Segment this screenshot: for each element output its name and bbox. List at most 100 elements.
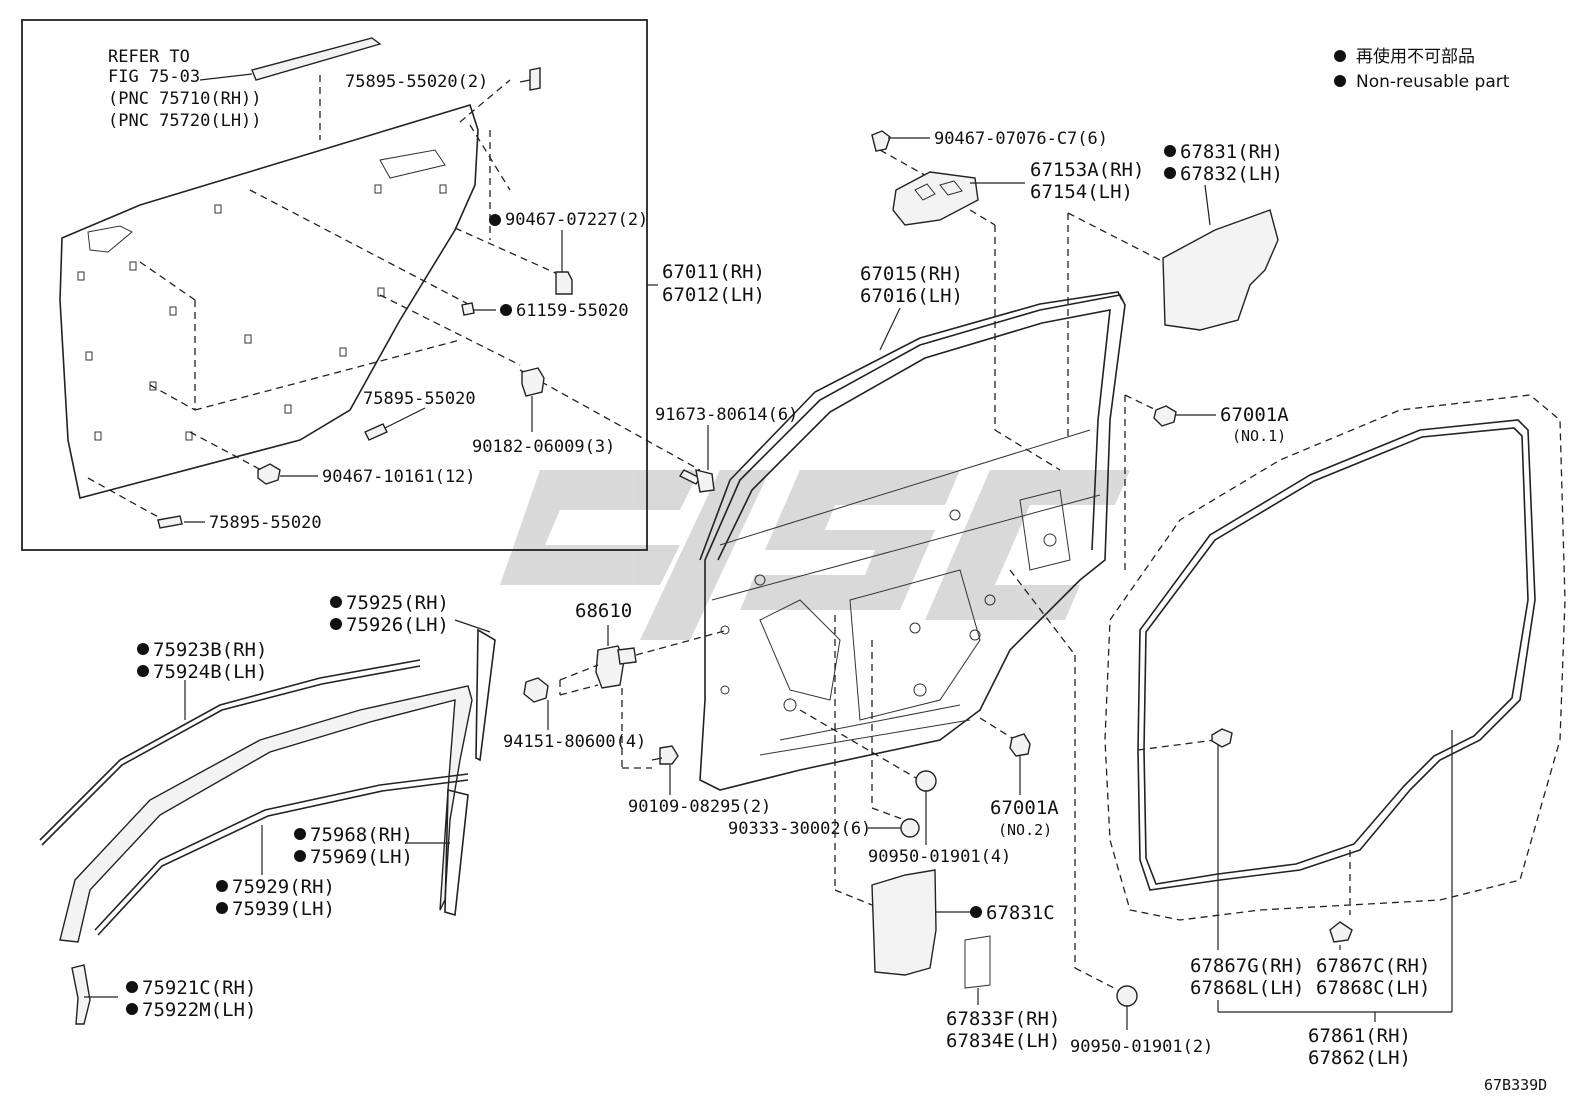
non-reusable-bullet-icon xyxy=(216,880,228,892)
service-cover-67831-drawing xyxy=(1067,184,1279,440)
non-reusable-bullet-icon xyxy=(1334,75,1346,87)
label-67833f-rh: 67833F(RH) xyxy=(946,1008,1060,1030)
service-cover-67831c-drawing xyxy=(834,615,991,1005)
label-67001a-no1: 67001A xyxy=(1220,404,1289,426)
label-94151-80600-4: 94151-80600(4) xyxy=(503,732,646,752)
label-90333-30002-6: 90333-30002(6) xyxy=(728,819,871,839)
label-67868l-lh: 67868L(LH) xyxy=(1190,977,1304,999)
belt-moulding-drawing xyxy=(199,37,382,81)
non-reusable-bullet-icon xyxy=(137,643,149,655)
label-75926-lh: 75926(LH) xyxy=(346,614,449,636)
hole-plug-90950-4-icon xyxy=(915,770,937,792)
non-reusable-bullet-icon xyxy=(489,214,501,226)
label-67862-lh: 67862(LH) xyxy=(1308,1047,1411,1069)
label-90109-08295-2: 90109-08295(2) xyxy=(628,797,771,817)
label-67001a-no1-note: (NO.1) xyxy=(1232,427,1286,445)
plug-67001a-no1-icon xyxy=(1153,405,1177,427)
refer-line-3: (PNC 75710(RH)) xyxy=(108,89,262,109)
label-67011-rh: 67011(RH) xyxy=(662,261,765,283)
non-reusable-bullet-icon xyxy=(126,1003,138,1015)
legend-jp: 再使用不可部品 xyxy=(1356,46,1475,67)
label-67001a-no2-note: (NO.2) xyxy=(998,821,1052,839)
label-90182-06009-3: 90182-06009(3) xyxy=(472,437,615,457)
refer-line-2: FIG 75-03 xyxy=(108,67,200,87)
door-frame-seal-drawing xyxy=(699,291,1123,561)
non-reusable-bullet-icon xyxy=(126,981,138,993)
label-67868c-lh: 67868C(LH) xyxy=(1316,977,1430,999)
clip-75895-c-icon xyxy=(157,515,183,529)
retainer-90182-icon xyxy=(521,367,545,397)
label-90950-01901-2: 90950-01901(2) xyxy=(1070,1037,1213,1057)
bolt-90109-icon xyxy=(651,745,679,765)
clip-67867c-icon xyxy=(1329,921,1353,943)
label-90467-07227-2: 90467-07227(2) xyxy=(505,210,648,230)
label-75969-lh: 75969(LH) xyxy=(310,846,413,868)
gms-watermark-logo xyxy=(500,470,1130,640)
nut-94151-icon xyxy=(523,677,549,703)
label-75925-rh: 75925(RH) xyxy=(346,592,449,614)
label-75923b-rh: 75923B(RH) xyxy=(153,639,267,661)
non-reusable-bullet-icon xyxy=(137,665,149,677)
label-67834e-lh: 67834E(LH) xyxy=(946,1030,1060,1052)
non-reusable-bullet-icon xyxy=(1164,145,1176,157)
non-reusable-bullet-icon xyxy=(294,828,306,840)
door-check-68610-drawing xyxy=(559,625,729,769)
label-75895-55020-c: 75895-55020 xyxy=(209,513,322,533)
label-67154-lh: 67154(LH) xyxy=(1030,181,1133,203)
legend-en: Non-reusable part xyxy=(1356,72,1510,92)
non-reusable-bullet-icon xyxy=(330,596,342,608)
clip-75895-b-icon xyxy=(364,423,388,441)
non-reusable-bullet-icon xyxy=(216,902,228,914)
clip-61159-icon xyxy=(461,302,475,316)
label-68610: 68610 xyxy=(575,600,632,622)
door-weatherstrip-67861-drawing xyxy=(1104,394,1566,921)
figure-code: 67B339D xyxy=(1484,1076,1547,1094)
label-67153a-rh: 67153A(RH) xyxy=(1030,159,1144,181)
clip-75895-a-icon xyxy=(529,67,541,91)
label-75895-55020-b: 75895-55020 xyxy=(363,389,476,409)
non-reusable-bullet-icon xyxy=(970,906,982,918)
door-trim-panel-drawing xyxy=(59,75,701,519)
label-75939-lh: 75939(LH) xyxy=(232,898,335,920)
label-67832-lh: 67832(LH) xyxy=(1180,163,1283,185)
handle-bracket-67153-drawing xyxy=(892,171,1061,471)
label-67831-rh: 67831(RH) xyxy=(1180,141,1283,163)
label-61159-55020: 61159-55020 xyxy=(516,301,629,321)
label-90467-10161-12: 90467-10161(12) xyxy=(322,467,476,487)
hole-plug-90950-2-icon xyxy=(1116,985,1138,1007)
refer-line-4: (PNC 75720(LH)) xyxy=(108,111,262,131)
label-67001a-no2: 67001A xyxy=(990,797,1059,819)
label-67012-lh: 67012(LH) xyxy=(662,284,765,306)
label-67867g-rh: 67867G(RH) xyxy=(1190,955,1304,977)
label-67015-rh: 67015(RH) xyxy=(860,263,963,285)
label-90950-01901-4: 90950-01901(4) xyxy=(868,847,1011,867)
plug-67001a-no2-icon xyxy=(1009,733,1031,757)
clip-90467-10161-icon xyxy=(257,463,318,485)
label-91673-80614-6: 91673-80614(6) xyxy=(655,405,798,425)
label-75924b-lh: 75924B(LH) xyxy=(153,661,267,683)
label-67867c-rh: 67867C(RH) xyxy=(1316,955,1430,977)
bolt-91673-icon xyxy=(678,469,715,493)
clip-90467-07227-icon xyxy=(555,271,573,295)
hole-plug-90333-icon xyxy=(900,818,920,838)
non-reusable-bullet-icon xyxy=(330,618,342,630)
label-75895-55020-2: 75895-55020(2) xyxy=(345,72,488,92)
non-reusable-bullet-icon xyxy=(1334,50,1346,62)
door-panel-drawing xyxy=(699,294,1126,791)
label-75921c-rh: 75921C(RH) xyxy=(142,977,256,999)
label-75929-rh: 75929(RH) xyxy=(232,876,335,898)
label-67016-lh: 67016(LH) xyxy=(860,285,963,307)
clip-90467-07076-icon xyxy=(871,130,891,152)
window-frame-moulding-drawing xyxy=(39,619,496,1025)
non-reusable-bullet-icon xyxy=(500,304,512,316)
clip-67867g-icon xyxy=(1211,728,1233,748)
label-90467-07076-c7-6: 90467-07076-C7(6) xyxy=(934,129,1108,149)
refer-line-1: REFER TO xyxy=(108,47,190,67)
label-75922m-lh: 75922M(LH) xyxy=(142,999,256,1021)
non-reusable-bullet-icon xyxy=(1164,167,1176,179)
non-reusable-bullet-icon xyxy=(294,850,306,862)
label-67861-rh: 67861(RH) xyxy=(1308,1025,1411,1047)
label-67831c: 67831C xyxy=(986,902,1055,924)
label-75968-rh: 75968(RH) xyxy=(310,824,413,846)
